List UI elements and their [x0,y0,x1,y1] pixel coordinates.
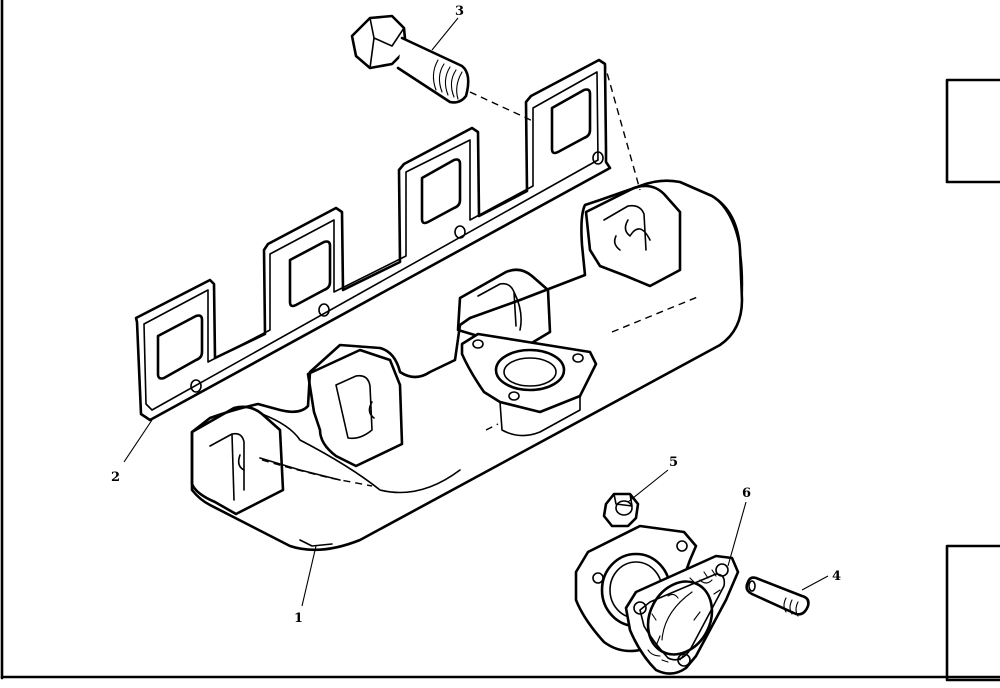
callout-flange-gasket: 6 [742,486,751,501]
callout-stud: 4 [832,569,841,584]
leader-lines [123,17,829,607]
manifold-gasket [134,58,612,422]
nut [602,492,640,528]
bolt [350,14,536,123]
callout-gasket: 2 [111,470,120,485]
exhaust-manifold [190,61,744,552]
flange-gasket [624,554,740,675]
callout-bolt: 3 [455,4,464,19]
callout-manifold: 1 [294,611,303,626]
stud [745,576,810,617]
callout-nut: 5 [669,455,678,470]
callouts: 1 2 3 4 5 6 [111,4,841,626]
